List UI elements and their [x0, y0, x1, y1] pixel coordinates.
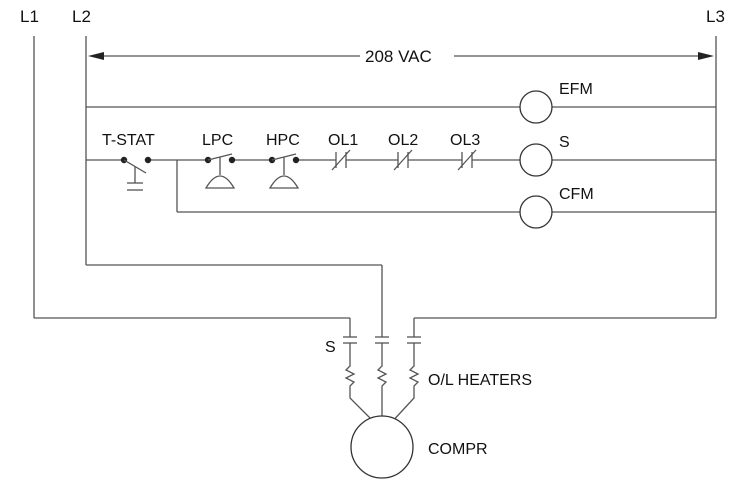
tstat-switch	[120, 156, 152, 191]
voltage-label: 208 VAC	[365, 47, 432, 66]
heaters-label: O/L HEATERS	[428, 372, 532, 389]
cfm-label: CFM	[559, 186, 594, 203]
s-contact-label: S	[325, 339, 336, 356]
efm-coil	[519, 90, 553, 124]
l2-label: L2	[72, 7, 91, 26]
lpc-switch	[204, 153, 236, 189]
voltage-dimension	[88, 52, 714, 60]
ol2-contact	[393, 149, 413, 171]
ol1-contact	[331, 149, 351, 171]
compressor-motor	[350, 415, 414, 479]
tstat-label: T-STAT	[102, 132, 155, 149]
s-coil	[519, 143, 553, 177]
ol2-label: OL2	[388, 132, 418, 149]
s-label: S	[559, 134, 570, 151]
ol1-label: OL1	[328, 132, 358, 149]
compressor-label: COMPR	[428, 441, 488, 458]
efm-label: EFM	[559, 81, 593, 98]
power-leg-2	[375, 265, 389, 416]
l1-label: L1	[20, 7, 39, 26]
l3-label: L3	[706, 7, 725, 26]
ol3-contact	[457, 149, 477, 171]
power-lines	[33, 36, 717, 319]
hpc-label: HPC	[266, 132, 300, 149]
ol3-label: OL3	[450, 132, 480, 149]
cfm-coil	[519, 195, 553, 229]
hpc-switch	[268, 153, 300, 189]
power-leg-3	[389, 318, 421, 425]
power-leg-1	[343, 318, 377, 425]
lpc-label: LPC	[202, 132, 233, 149]
rung-cfm	[176, 160, 716, 213]
